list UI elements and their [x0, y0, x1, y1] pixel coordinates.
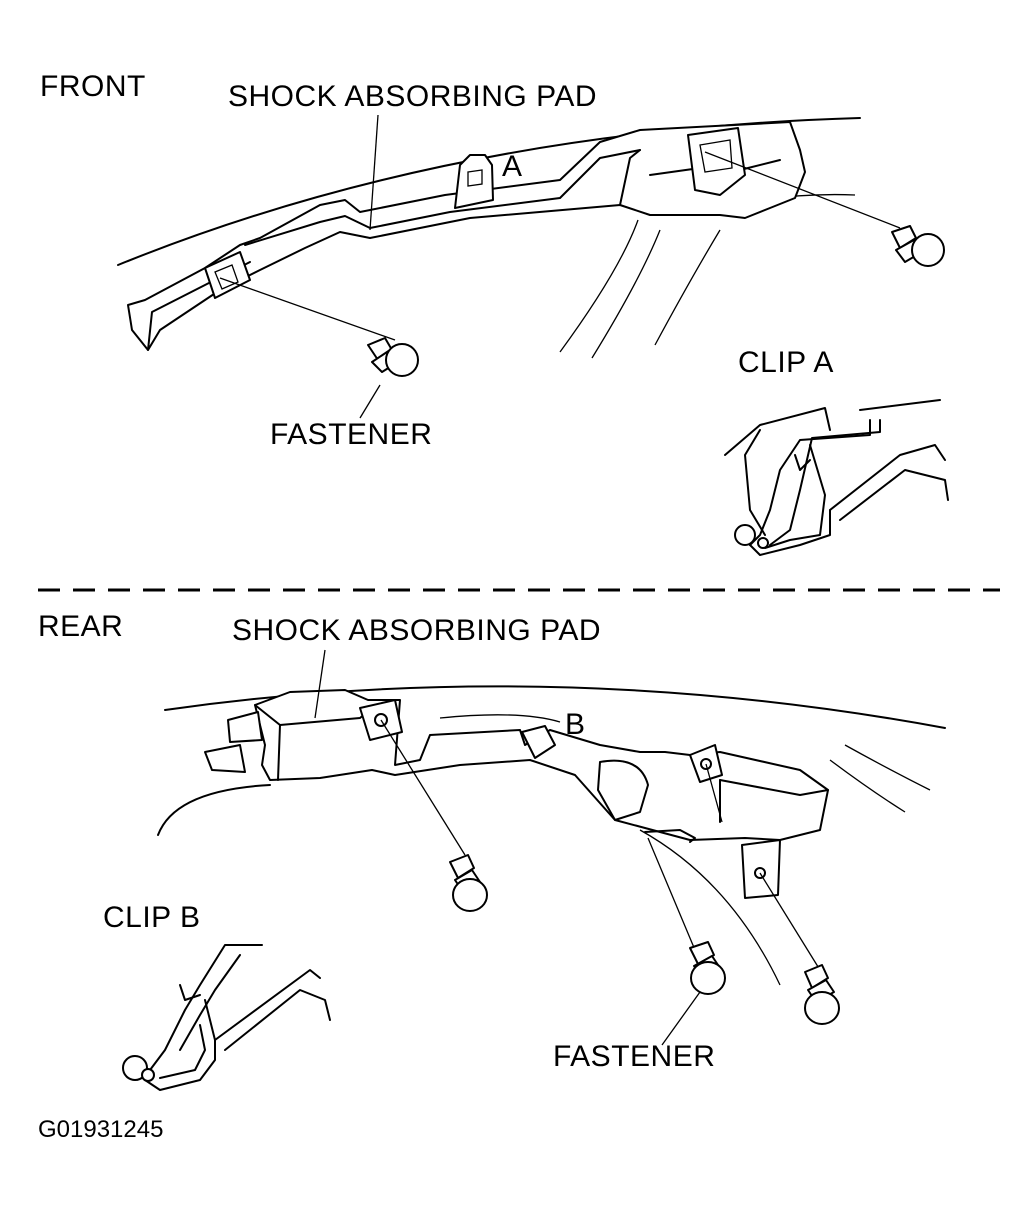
front-clip-a-tab [454, 154, 494, 209]
front-pillar-line [559, 219, 639, 353]
rear-pillar-line [844, 744, 931, 791]
rear-under-tab [644, 829, 696, 843]
front-fastener-label: FASTENER [270, 418, 433, 451]
rear-fastener-label-leader [661, 991, 701, 1046]
rear-point-b-label: B [565, 708, 586, 741]
rear-fastener-2 [689, 941, 726, 995]
clip-b-detail [122, 944, 331, 1091]
rear-pillar-line [639, 829, 781, 986]
front-right-fastener-leader-line [704, 151, 901, 229]
rear-roof-lower-line [157, 784, 271, 836]
front-pad-inner-line [619, 149, 641, 206]
front-point-a-label: A [502, 150, 523, 183]
front-fastener-leader-line [219, 277, 396, 341]
rear-heading: REAR [38, 610, 124, 643]
rear-clip-b-label: CLIP B [103, 901, 201, 934]
rear-fastener-label: FASTENER [553, 1040, 716, 1073]
front-right-bracket-hole [699, 139, 733, 173]
rear-pad-lump [597, 759, 649, 821]
front-pad-label: SHOCK ABSORBING PAD [228, 80, 598, 113]
front-clip-a-label: CLIP A [738, 346, 834, 379]
front-pillar-line [591, 229, 661, 359]
front-clip-a-tab-slot [467, 169, 483, 187]
rear-fastener-leader-line [647, 837, 696, 951]
front-heading: FRONT [40, 70, 146, 103]
rear-fastener-3 [804, 964, 840, 1025]
rear-pad-leader-line [314, 649, 326, 719]
front-left-bracket-hole [214, 264, 239, 290]
front-pad-inner-line [244, 149, 641, 246]
front-fastener-right [891, 225, 945, 267]
rear-fastener-leader-line [705, 763, 723, 823]
rear-fastener-leader-line [759, 872, 821, 971]
front-section [117, 114, 949, 556]
rear-pad-label: SHOCK ABSORBING PAD [232, 614, 602, 647]
rear-section [122, 649, 946, 1091]
rear-fastener-1 [449, 854, 488, 912]
figure-code: G01931245 [38, 1116, 164, 1143]
rear-roof-inner-line [439, 714, 561, 723]
front-pillar-line [654, 229, 721, 346]
rear-pad-inner-line [719, 779, 829, 796]
front-fastener-left [367, 337, 419, 377]
clip-a-detail [724, 399, 949, 556]
front-left-bracket [204, 251, 251, 299]
rear-pad-end-tab [227, 711, 263, 743]
rear-pad-inner-line [277, 724, 281, 781]
rear-pillar-line [829, 759, 906, 813]
front-pad-leader-line [369, 114, 379, 231]
rear-fastener-leader-line [380, 719, 466, 856]
rear-clip-b-tab [521, 725, 556, 759]
rear-shock-absorbing-pad [254, 689, 829, 841]
front-fastener-leader-line-2 [359, 384, 381, 419]
rear-pad-end-tab [204, 744, 246, 773]
